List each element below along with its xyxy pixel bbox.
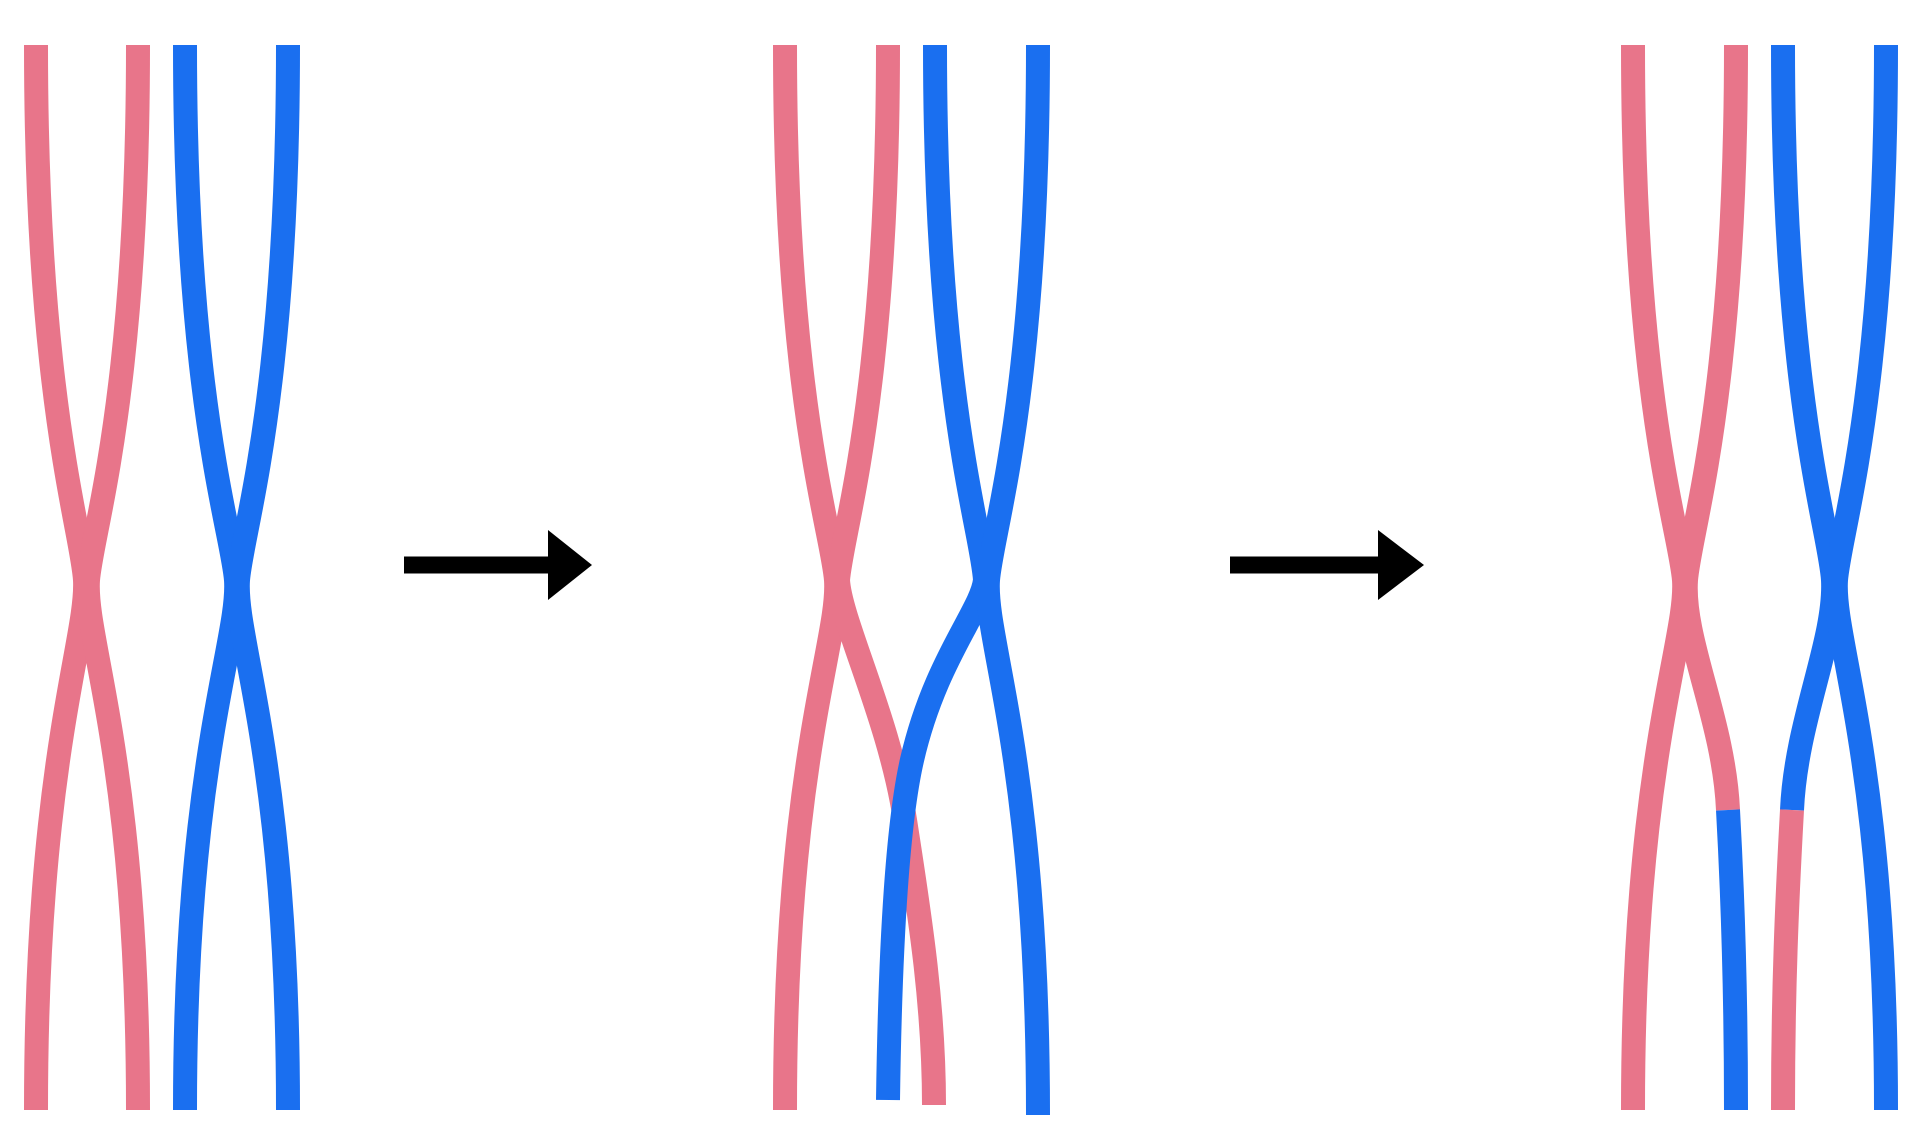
arrow-head (1378, 530, 1424, 600)
maternal-chromatid-right (88, 45, 138, 1110)
paternal-chromatid-right (238, 45, 288, 1110)
recombinant-chromatid-paternal-part (1783, 45, 1833, 810)
stage-1-chromosome-pair (36, 45, 288, 1110)
maternal-chromosome (36, 45, 138, 1110)
maternal-chromosome (785, 45, 934, 1110)
right-arrow-icon (404, 530, 592, 600)
recombinant-chromatid-maternal-part (1783, 810, 1792, 1110)
paternal-chromatid-right (1836, 45, 1886, 1110)
paternal-chromosome (185, 45, 288, 1110)
stage-2-chromosome-pair (785, 45, 1038, 1115)
paternal-chromatid-right (988, 45, 1038, 1115)
stage-3-chromosome-pair (1633, 45, 1886, 1110)
paternal-chromatid-left (888, 45, 985, 1100)
recombinant-chromatid-paternal-part (1728, 810, 1736, 1110)
maternal-chromosome (1633, 45, 1736, 1110)
recombinant-chromatid-maternal-part (1686, 45, 1736, 810)
paternal-chromosome (888, 45, 1038, 1115)
paternal-chromosome (1783, 45, 1886, 1110)
arrow-head (548, 530, 592, 600)
right-arrow-icon (1230, 530, 1424, 600)
